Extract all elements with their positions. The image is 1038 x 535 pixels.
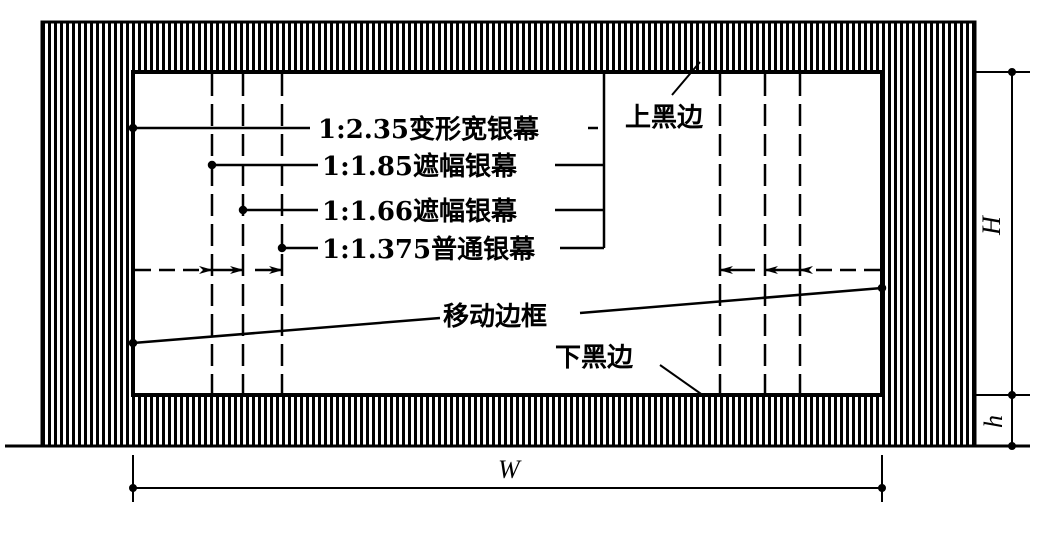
mask-position-lines	[210, 74, 802, 393]
moving-frame-leader	[128, 283, 887, 348]
screen-area	[131, 70, 884, 397]
label-ratio-1-375: 1:1.375普通银幕	[322, 234, 536, 265]
top-border-leader	[671, 61, 701, 96]
label-height-total: H	[977, 215, 1006, 236]
label-width: W	[498, 455, 522, 484]
width-dimension	[129, 455, 886, 502]
label-ratio-2-35: 1:2.35变形宽银幕	[318, 114, 540, 145]
bottom-border-leader	[659, 364, 705, 397]
label-ratio-1-66: 1:1.66遮幅银幕	[322, 196, 518, 227]
label-ratio-1-85: 1:1.85遮幅银幕	[322, 151, 518, 182]
label-height-base: h	[979, 415, 1008, 428]
label-moving-frame: 移动边框	[443, 302, 547, 332]
height-dimension	[975, 68, 1030, 450]
label-top-border: 上黑边	[625, 103, 704, 133]
ratio-leaders	[128, 72, 606, 253]
label-bottom-border: 下黑边	[555, 343, 634, 373]
